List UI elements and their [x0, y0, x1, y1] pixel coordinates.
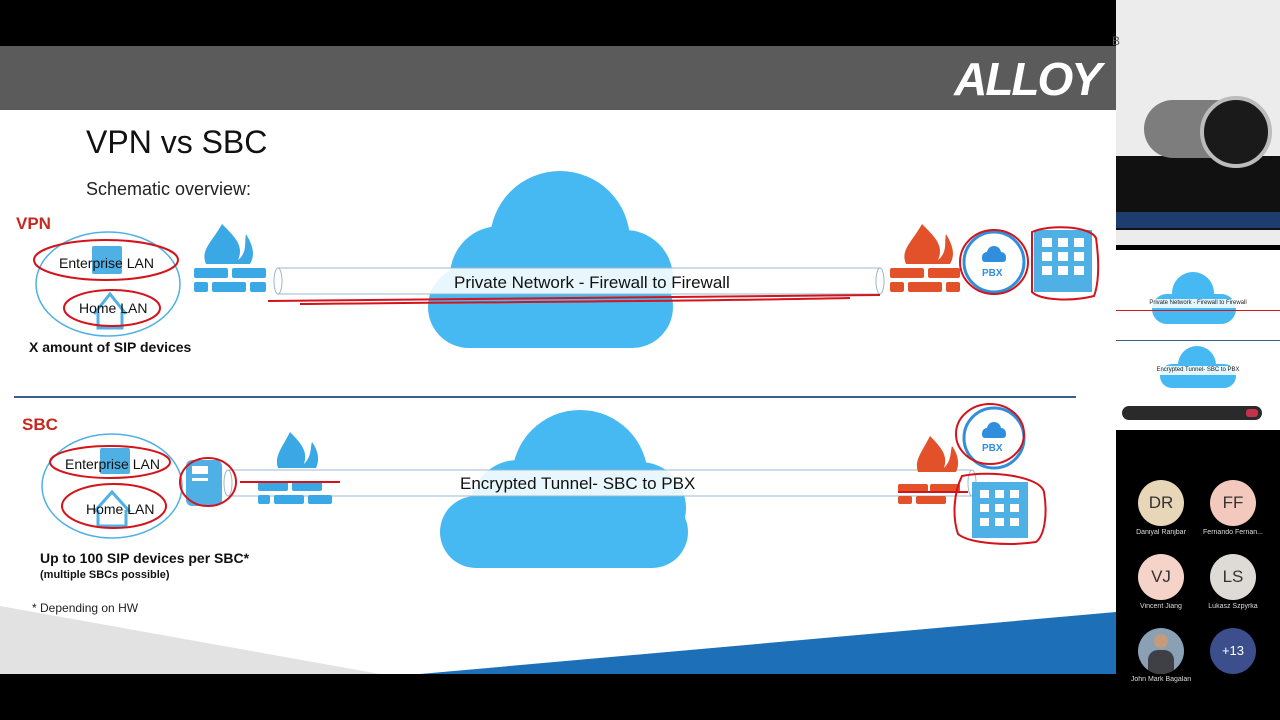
participant-grid: DR Daniyal Ranjbar FF Fernando Fernan...… — [1116, 480, 1280, 690]
avatar: LS — [1210, 554, 1256, 600]
thumb-hangup-icon[interactable] — [1246, 409, 1258, 417]
more-participants-tile[interactable]: +13 — [1210, 628, 1280, 690]
sbc-enterprise-lan-label: Enterprise LAN — [65, 456, 160, 472]
thumb-label-2: Encrypted Tunnel- SBC to PBX — [1116, 366, 1280, 375]
thumb-label-1: Private Network - Firewall to Firewall — [1116, 299, 1280, 308]
thumb-annotation-line — [1116, 310, 1280, 311]
participant-name: Lukasz Szpyrka — [1208, 603, 1258, 610]
vpn-enterprise-building-icon — [92, 246, 122, 274]
more-participants-badge[interactable]: +13 — [1210, 628, 1256, 674]
thumb-cloud-1 — [1150, 268, 1238, 328]
participant-tile[interactable]: FF Fernando Fernan... — [1203, 480, 1280, 544]
avatar-photo — [1138, 628, 1184, 674]
sbc-home-icon — [92, 489, 132, 528]
participant-name: Daniyal Ranjbar — [1136, 529, 1186, 536]
participant-name: Fernando Fernan... — [1203, 529, 1263, 536]
vpn-section-label: VPN — [16, 214, 51, 233]
sbc-pbx-cloud-icon — [982, 422, 1006, 438]
vpn-tunnel-label: Private Network - Firewall to Firewall — [454, 273, 730, 292]
sbc-tunnel-label: Encrypted Tunnel- SBC to PBX — [460, 474, 696, 493]
monitor-screen-strip — [1116, 212, 1280, 228]
sbc-home-lan-label: Home LAN — [86, 501, 155, 517]
sbc-section-label: SBC — [22, 415, 58, 434]
participant-tile[interactable]: VJ Vincent Jiang — [1134, 554, 1216, 618]
section-divider — [14, 396, 1076, 398]
corner-mark: B — [1112, 34, 1121, 48]
camera-thumbnail[interactable]: B — [1112, 0, 1280, 245]
vpn-devices-note: X amount of SIP devices — [29, 339, 192, 355]
sbc-appliance-icon — [186, 460, 222, 506]
sbc-building-icon — [972, 482, 1028, 538]
webcam-lens-icon — [1200, 96, 1272, 168]
sbc-lan-group-circle — [41, 433, 183, 539]
sbc-devices-subnote: (multiple SBCs possible) — [40, 569, 170, 581]
thumb-divider — [1116, 340, 1280, 341]
slide-title: VPN vs SBC — [86, 124, 268, 160]
vpn-lan-group-circle — [35, 231, 181, 337]
vpn-firewall-left-icon — [194, 224, 266, 292]
sbc-firewall-left-icon — [258, 432, 332, 504]
bottom-blue-band — [420, 612, 1116, 674]
screen-share-thumbnail[interactable]: Private Network - Firewall to Firewall E… — [1116, 250, 1280, 430]
participant-name: John Mark Bagalan — [1130, 676, 1192, 683]
network-diagram — [0, 171, 1116, 674]
slide-header-bar: ALLOY — [0, 46, 1116, 110]
vpn-cloud — [428, 171, 673, 348]
sbc-firewall-right-icon — [898, 436, 960, 504]
avatar: VJ — [1138, 554, 1184, 600]
vpn-building-icon — [1034, 230, 1092, 292]
vpn-firewall-right-icon — [890, 224, 960, 292]
sbc-pbx-label: PBX — [982, 443, 1003, 454]
bottom-gray-band — [0, 606, 380, 674]
participant-name: Vincent Jiang — [1140, 603, 1182, 610]
hw-footnote: * Depending on HW — [32, 601, 139, 615]
sbc-enterprise-building-icon — [100, 448, 130, 474]
avatar: DR — [1138, 480, 1184, 526]
red-annotations — [33, 226, 1100, 545]
vpn-tunnel — [273, 267, 885, 295]
presentation-stage: ALLOY VPN vs SBC Schematic overview: — [0, 46, 1116, 674]
thumb-call-toolbar[interactable] — [1122, 406, 1262, 420]
vpn-home-lan-label: Home LAN — [79, 300, 148, 316]
sbc-devices-note: Up to 100 SIP devices per SBC* — [40, 550, 250, 566]
participant-tile[interactable]: DR Daniyal Ranjbar — [1134, 480, 1216, 544]
vpn-enterprise-lan-label: Enterprise LAN — [59, 255, 154, 271]
participant-tile[interactable]: John Mark Bagalan — [1131, 628, 1216, 690]
vpn-pbx-cloud-icon — [982, 246, 1006, 262]
vpn-pbx-label: PBX — [982, 268, 1003, 279]
avatar: FF — [1210, 480, 1256, 526]
slide-subtitle: Schematic overview: — [86, 179, 252, 199]
meeting-sidebar: B Private Network - Firewall to Firewall… — [1112, 0, 1280, 720]
alloy-logo: ALLOY — [954, 53, 1102, 105]
vpn-home-icon — [92, 291, 128, 330]
slide: ALLOY VPN vs SBC Schematic overview: — [0, 46, 1116, 674]
participant-tile[interactable]: LS Lukasz Szpyrka — [1208, 554, 1280, 618]
